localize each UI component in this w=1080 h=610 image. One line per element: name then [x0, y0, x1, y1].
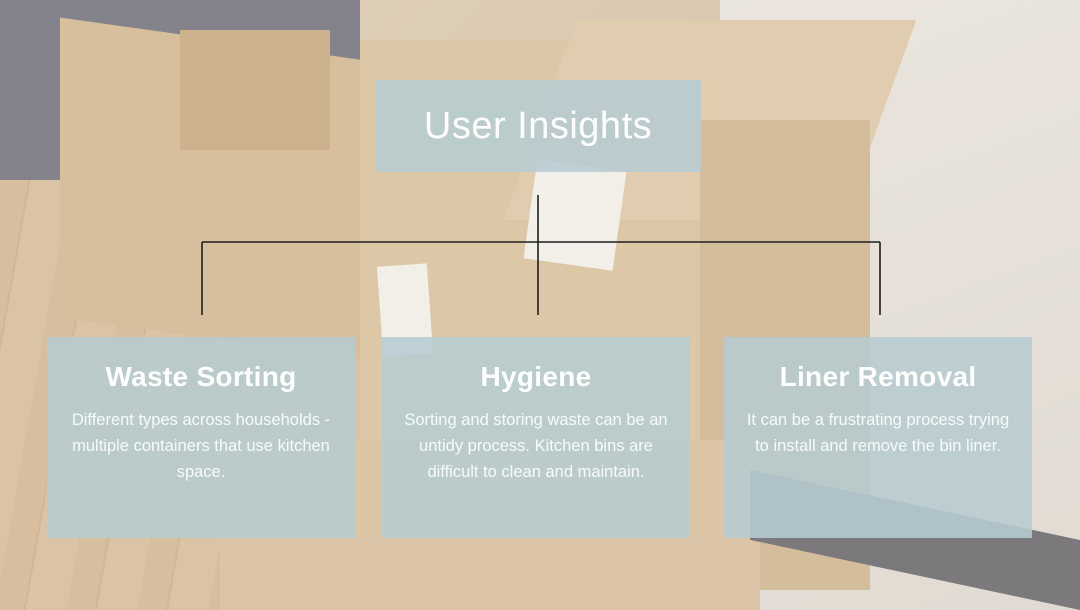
insight-body: Different types across households - mult…	[71, 411, 331, 481]
title-panel: User Insights	[375, 80, 701, 172]
insight-heading: Waste Sorting	[105, 361, 297, 392]
insight-heading: Hygiene	[480, 361, 592, 392]
insight-card-liner-removal: Liner Removal It can be a frustrating pr…	[724, 337, 1032, 538]
insight-body: Sorting and storing waste can be an unti…	[404, 411, 668, 481]
insight-card-waste-sorting: Waste Sorting Different types across hou…	[47, 337, 355, 538]
page-title: User Insights	[423, 104, 653, 147]
insight-heading: Liner Removal	[779, 361, 977, 392]
insight-body: It can be a frustrating process trying t…	[746, 411, 1010, 455]
insight-card-hygiene: Hygiene Sorting and storing waste can be…	[382, 337, 690, 538]
box-divider	[180, 30, 330, 150]
